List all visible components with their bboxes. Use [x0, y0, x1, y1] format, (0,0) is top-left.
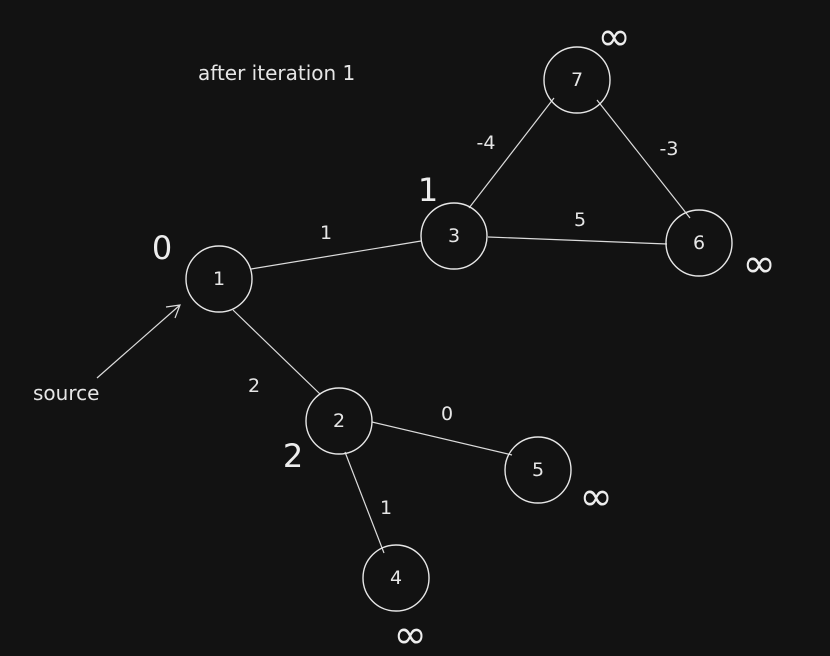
- node-4-distance: ∞: [393, 612, 426, 656]
- edge-weight-2-5: 0: [441, 403, 453, 425]
- node-5-distance: ∞: [579, 474, 612, 520]
- source-label: source: [33, 381, 99, 405]
- node-6: 6: [665, 209, 733, 277]
- edge-weight-3-7: -4: [477, 132, 496, 154]
- node-1-label: 1: [213, 268, 225, 290]
- edge-weight-3-6: 5: [574, 209, 586, 231]
- edge-7-6: [596, 99, 691, 219]
- node-3-label: 3: [448, 225, 460, 247]
- edge-3-6: [487, 236, 668, 245]
- node-3-distance: 1: [418, 171, 438, 209]
- node-4: 4: [362, 544, 430, 612]
- node-7: 7: [543, 46, 611, 114]
- edge-weight-7-6: -3: [660, 138, 679, 160]
- node-6-label: 6: [693, 232, 705, 254]
- source-arrow: [96, 304, 181, 379]
- node-2-distance: 2: [283, 437, 303, 475]
- edge-weight-1-3: 1: [320, 222, 332, 244]
- node-7-label: 7: [571, 69, 583, 91]
- node-1-distance: 0: [152, 229, 172, 267]
- edge-1-2: [232, 309, 321, 395]
- edge-2-4: [344, 451, 385, 554]
- edge-weight-2-4: 1: [380, 497, 392, 519]
- node-2: 2: [305, 387, 373, 455]
- edge-weight-1-2: 2: [248, 375, 260, 397]
- node-4-label: 4: [390, 567, 402, 589]
- node-2-label: 2: [333, 410, 345, 432]
- edge-1-3: [250, 240, 422, 270]
- edge-2-5: [371, 421, 513, 456]
- node-1: 1: [185, 245, 253, 313]
- node-5-label: 5: [532, 459, 544, 481]
- edge-3-7: [468, 97, 555, 209]
- iteration-caption: after iteration 1: [198, 61, 355, 85]
- node-5: 5: [504, 436, 572, 504]
- node-6-distance: ∞: [742, 241, 775, 287]
- source-arrowhead: [165, 304, 181, 319]
- node-7-distance: ∞: [597, 14, 630, 60]
- node-3: 3: [420, 202, 488, 270]
